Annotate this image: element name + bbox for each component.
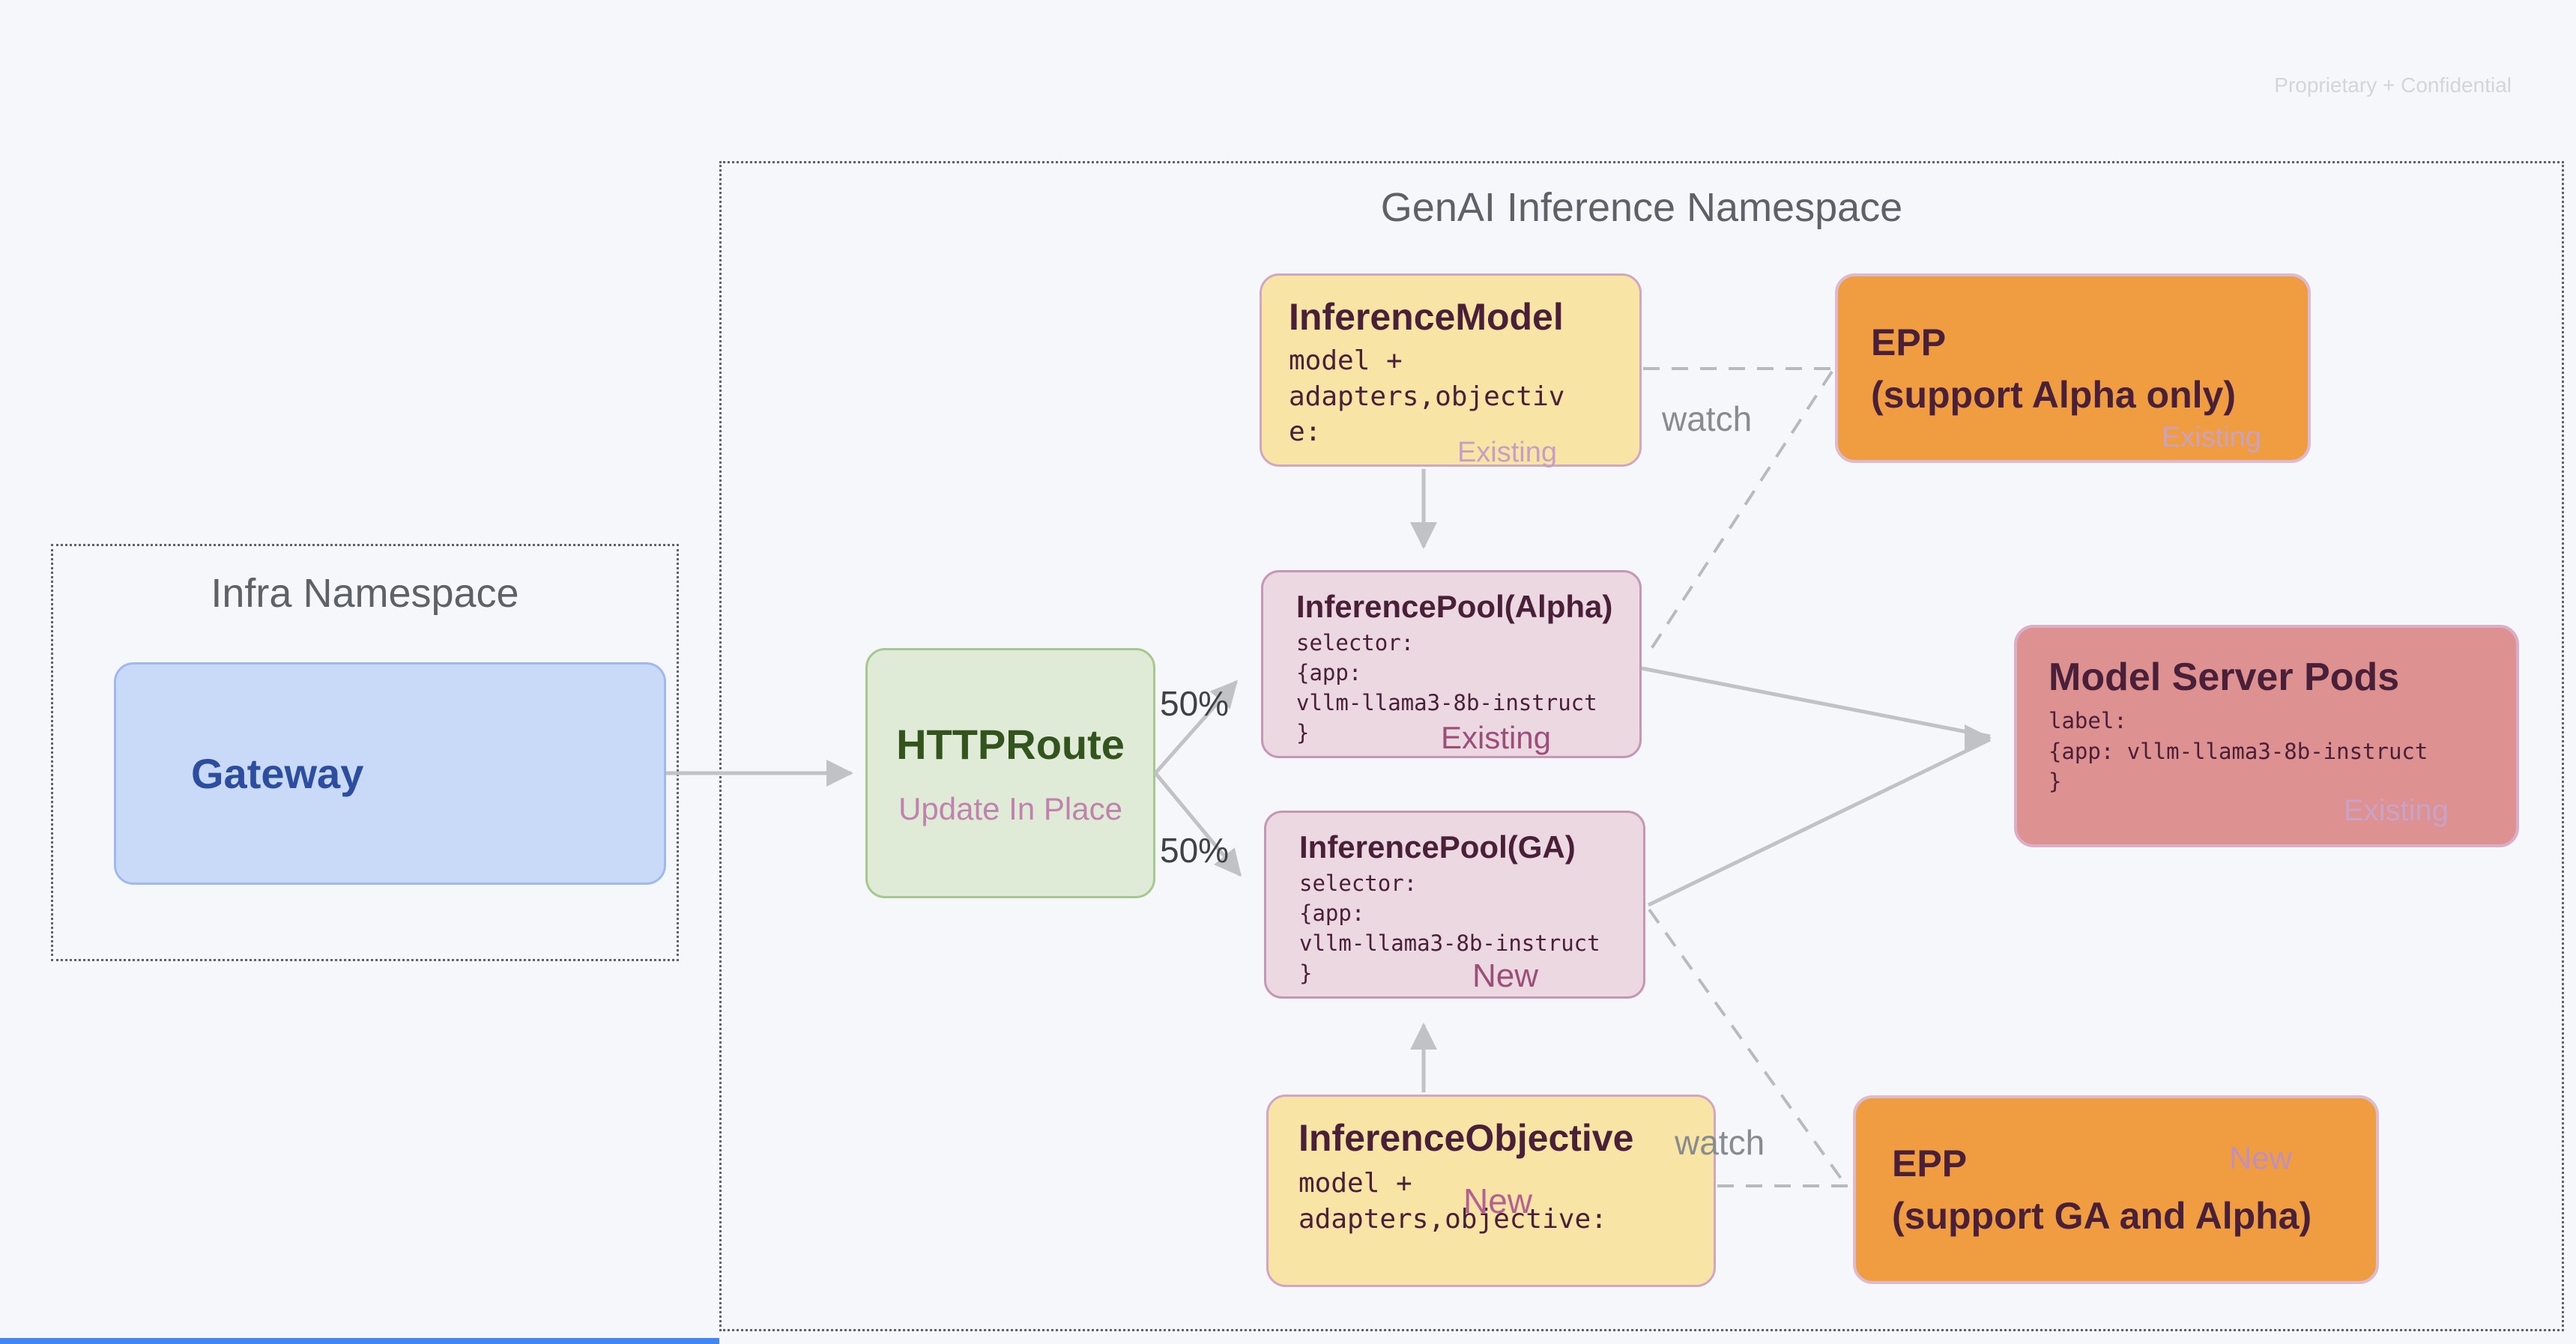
infra-namespace-box: Infra Namespace	[51, 544, 679, 961]
msp-code-line: }	[2049, 769, 2062, 795]
confidential-watermark: Proprietary + Confidential	[2274, 73, 2512, 97]
epp-ga-title: EPP	[1892, 1142, 1968, 1184]
pool-ga-code-line: }	[1299, 960, 1313, 987]
httproute-subtitle: Update In Place	[898, 790, 1122, 826]
gateway-node: Gateway	[114, 662, 666, 885]
model-server-pods-title: Model Server Pods	[2049, 656, 2400, 699]
inference-model-code-line: model +	[1289, 345, 1403, 376]
msp-code-line: label:	[2049, 708, 2127, 733]
status-badge: Existing	[2161, 422, 2261, 453]
genai-namespace-box: GenAI Inference Namespace	[719, 161, 2564, 1331]
bottom-edge-bar	[0, 1338, 719, 1344]
pool-alpha-title: InferencePool(Alpha)	[1296, 589, 1613, 624]
pool-ga-code-line: selector:	[1299, 871, 1418, 896]
infra-namespace-title: Infra Namespace	[211, 571, 519, 616]
pool-alpha-code-line: selector:	[1296, 630, 1415, 656]
inference-objective-code-line: model +	[1298, 1168, 1412, 1199]
status-badge: New	[2228, 1140, 2292, 1175]
gateway-label: Gateway	[191, 750, 364, 797]
pool-ga-code-line: {app:	[1299, 900, 1365, 927]
httproute-node: HTTPRoute Update In Place	[865, 648, 1155, 898]
inference-pool-alpha-node: InferencePool(Alpha) selector: {app: vll…	[1261, 570, 1642, 758]
inference-objective-title: InferenceObjective	[1298, 1117, 1634, 1159]
watch-label-top: watch	[1662, 399, 1753, 438]
inference-model-code-line: adapters,objectiv	[1289, 381, 1565, 412]
pool-alpha-code-line: {app:	[1296, 660, 1362, 686]
pool-alpha-code-line: vllm-llama3-8b-instruct	[1296, 690, 1597, 716]
inference-pool-ga-node: InferencePool(GA) selector: {app: vllm-l…	[1264, 811, 1645, 999]
epp-alpha-node: EPP (support Alpha only) Existing	[1835, 273, 2311, 463]
epp-alpha-subtitle: (support Alpha only)	[1871, 373, 2236, 416]
inference-objective-node: InferenceObjective model + adapters,obje…	[1266, 1095, 1716, 1287]
pool-ga-code-line: vllm-llama3-8b-instruct	[1299, 930, 1600, 957]
status-badge: Existing	[1457, 437, 1557, 468]
status-badge: Existing	[2343, 794, 2449, 827]
status-badge: New	[1472, 957, 1538, 994]
epp-ga-subtitle: (support GA and Alpha)	[1892, 1195, 2312, 1237]
pool-ga-title: InferencePool(GA)	[1299, 829, 1576, 865]
status-badge: New	[1463, 1181, 1533, 1220]
inference-objective-code-line: adapters,objective:	[1298, 1203, 1607, 1235]
epp-ga-node: EPP (support GA and Alpha) New	[1853, 1095, 2379, 1284]
msp-code-line: {app: vllm-llama3-8b-instruct	[2049, 738, 2428, 764]
httproute-title: HTTPRoute	[896, 720, 1125, 768]
status-badge: Existing	[1440, 720, 1551, 755]
model-server-pods-node: Model Server Pods label: {app: vllm-llam…	[2014, 625, 2519, 847]
traffic-split-label-top: 50%	[1160, 684, 1230, 723]
pool-alpha-code-line: }	[1296, 720, 1310, 746]
watch-label-bottom: watch	[1675, 1123, 1765, 1162]
traffic-split-label-bottom: 50%	[1160, 831, 1230, 870]
genai-namespace-title: GenAI Inference Namespace	[1380, 185, 1903, 230]
inference-model-node: InferenceModel model + adapters,objectiv…	[1260, 273, 1642, 468]
inference-model-title: InferenceModel	[1289, 296, 1564, 338]
inference-model-code-line: e:	[1289, 417, 1322, 448]
epp-alpha-title: EPP	[1871, 321, 1947, 363]
